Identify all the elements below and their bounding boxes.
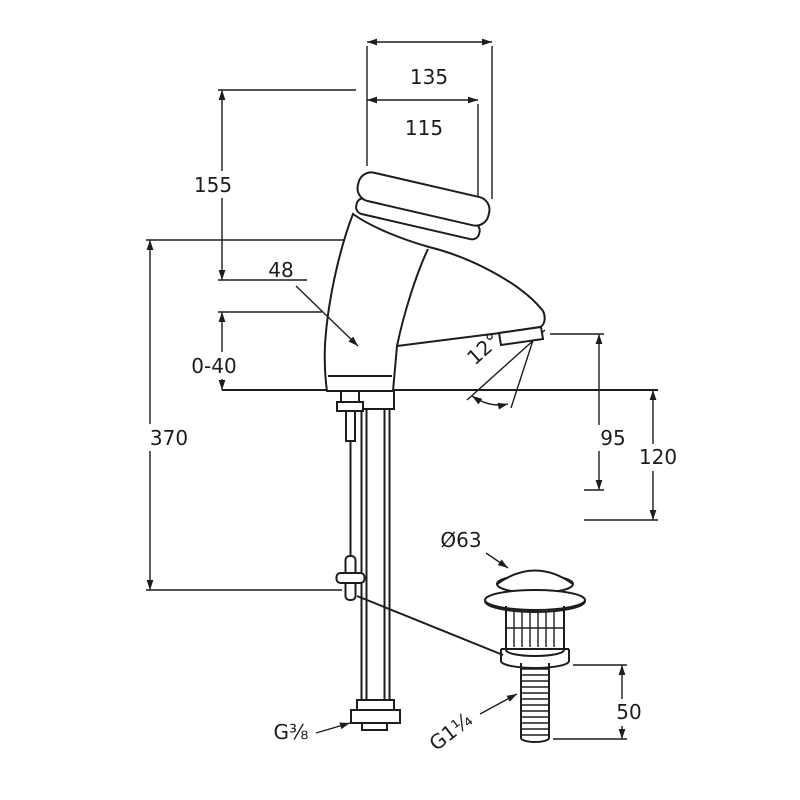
dim-115-label: 115	[405, 116, 443, 140]
pop-up-link-rod	[356, 595, 504, 656]
drain-body-bottom-arc	[505, 649, 565, 657]
pop-up-rod-assembly	[335, 390, 504, 656]
dimension-370	[146, 239, 352, 591]
dim-95-label: 95	[600, 426, 625, 450]
dimension-95	[550, 333, 604, 491]
pop-up-knob-stem	[345, 410, 356, 442]
supply-hoses	[360, 409, 391, 700]
faucet-body	[323, 212, 546, 392]
dim-155-extension-lines	[218, 89, 356, 281]
connector-tip	[361, 722, 388, 731]
thread-g114-leader	[479, 693, 518, 715]
drain-overflow-slots	[513, 611, 555, 647]
supply-connector-g38	[350, 699, 401, 731]
connector-collar	[356, 699, 395, 711]
dimension-155	[218, 89, 356, 281]
dia-63-leader	[485, 552, 509, 569]
angle-12-arc	[471, 395, 509, 410]
handle-top-plate	[356, 171, 491, 227]
drain-assembly	[484, 569, 586, 743]
dim-155-label: 155	[194, 173, 232, 197]
dim-50-label: 50	[616, 700, 641, 724]
dim-50-label-mask	[610, 699, 648, 726]
drain-tailpipe-bottom-arc	[520, 737, 550, 743]
pop-up-cross-horizontal	[335, 572, 366, 584]
thread-g38-label: G⅜	[274, 720, 309, 744]
drain-dome-crown	[496, 569, 574, 585]
drain-nut-bottom-arc	[500, 660, 570, 669]
dim-135-label: 135	[410, 65, 448, 89]
pop-up-knob-top	[340, 390, 360, 403]
dim-370-label: 370	[150, 426, 188, 450]
dim-155-label-mask	[189, 171, 237, 198]
dim-0-40-label-mask	[186, 352, 242, 379]
dim-50-extension-lines	[553, 664, 627, 740]
drain-nut	[500, 648, 570, 661]
faucet-object-layer	[222, 171, 658, 743]
dim-120-label-mask	[633, 444, 683, 471]
pop-up-knob-collar	[336, 401, 364, 412]
dim-120-label: 120	[639, 445, 677, 469]
dimension-115	[367, 96, 479, 199]
dim-370-extension-lines	[146, 239, 352, 591]
labels-layer: 135 115 155 48 0-40 370 12° 95 120 Ø63 5…	[144, 65, 683, 756]
drain-tailpipe-sides	[520, 663, 550, 738]
dimension-135	[366, 38, 493, 199]
thread-g38-leader	[315, 722, 351, 734]
connector-nut	[350, 709, 401, 724]
dim-0-40-label: 0-40	[191, 354, 236, 378]
dim-95-extension-lines	[550, 333, 604, 491]
drain-flange-bottom	[484, 600, 586, 613]
drain-tailpipe-threads	[522, 668, 548, 736]
dim-135-extension-lines	[366, 46, 493, 199]
dim-95-label-mask	[593, 425, 633, 451]
faucet-handle	[355, 171, 491, 241]
dim-48-leader	[295, 285, 359, 347]
thread-g114-label: G1¼	[425, 707, 477, 755]
dim-48-label: 48	[268, 258, 293, 282]
aerator-outlet	[497, 325, 545, 347]
dim-370-label-mask	[144, 424, 194, 451]
faucet-body-edge-line	[396, 248, 429, 347]
dia-63-label: Ø63	[440, 528, 481, 552]
drain-flange-top	[484, 589, 586, 611]
